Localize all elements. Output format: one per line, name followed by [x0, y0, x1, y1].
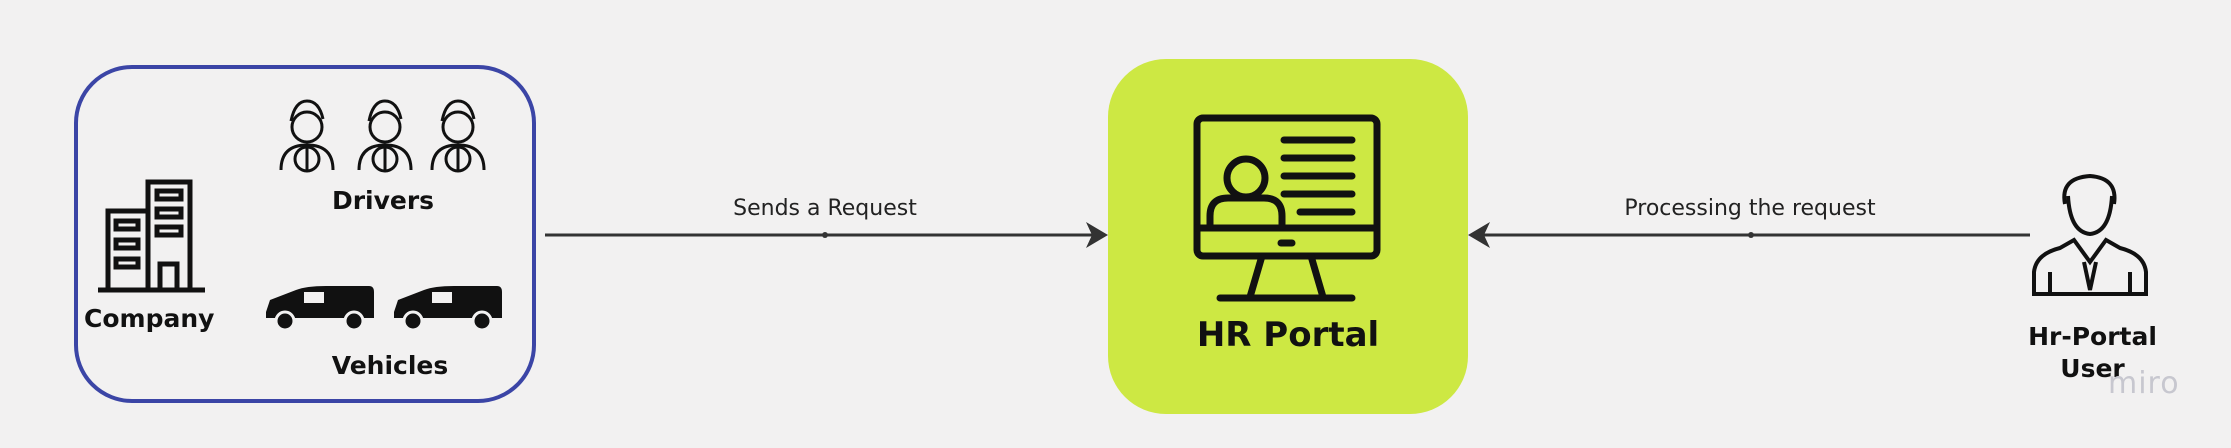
vehicles-label: Vehicles	[331, 351, 449, 380]
building-icon	[98, 179, 205, 293]
driver-icon	[357, 99, 413, 173]
hr-portal-title: HR Portal	[1196, 315, 1380, 355]
driver-icon	[279, 99, 335, 173]
driver-icon	[430, 99, 486, 173]
drivers-label: Drivers	[331, 186, 435, 215]
company-group-frame[interactable]	[74, 65, 536, 403]
request-arrow[interactable]	[545, 222, 1108, 248]
processing-arrow[interactable]	[1468, 222, 2030, 248]
processing-edge-label: Processing the request	[1624, 196, 1876, 221]
businessman-icon	[2032, 173, 2148, 296]
van-icon	[394, 286, 502, 332]
computer-user-icon	[1193, 114, 1381, 302]
user-label-line1: Hr-Portal	[2028, 322, 2157, 351]
user-label-line2: User	[2060, 354, 2125, 383]
van-icon	[266, 286, 374, 332]
company-label: Company	[84, 304, 215, 333]
miro-watermark: miro	[2108, 366, 2180, 401]
request-edge-label: Sends a Request	[733, 196, 917, 221]
user-label[interactable]: Hr-Portal User	[2010, 321, 2175, 385]
